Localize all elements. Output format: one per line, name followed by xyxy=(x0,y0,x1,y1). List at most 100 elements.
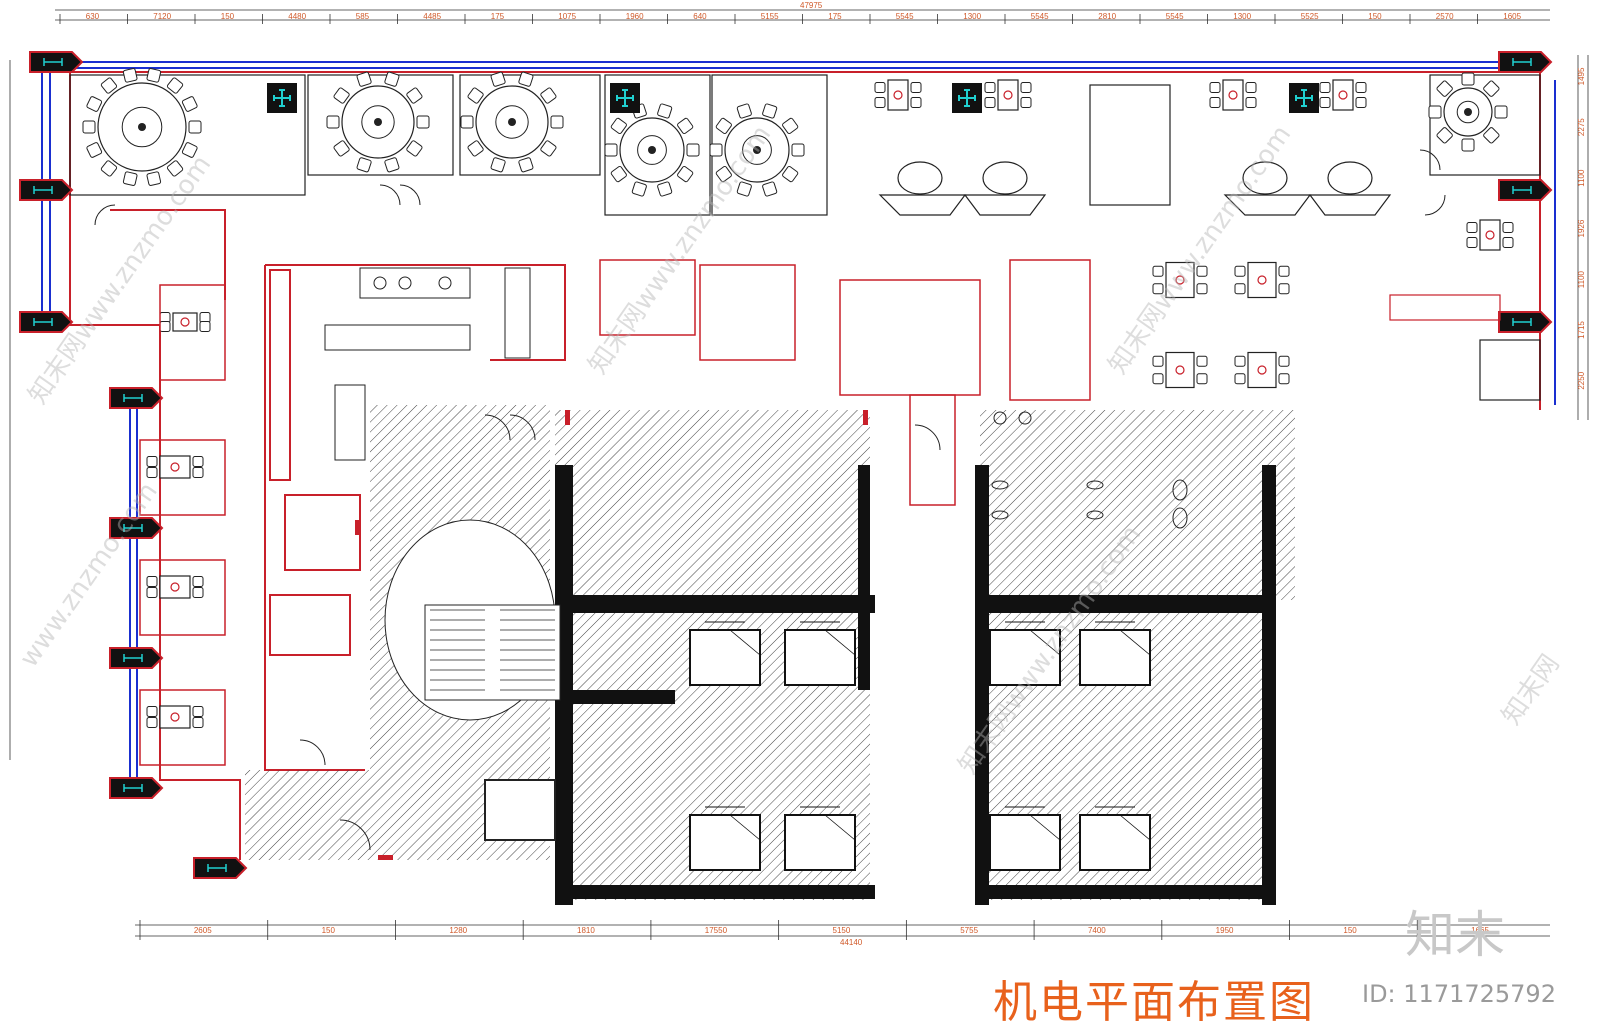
dining-table-icon xyxy=(146,575,204,599)
column-icon xyxy=(109,777,163,799)
bottom-dimension-value: 150 xyxy=(1343,926,1357,935)
core-walls xyxy=(555,465,1276,905)
top-dimension-value: 1960 xyxy=(626,12,644,21)
right-dimension-value: 1715 xyxy=(1577,321,1586,339)
dining-table-icon xyxy=(1234,261,1290,299)
top-dimension-value: 5545 xyxy=(1031,12,1049,21)
round-table-icon xyxy=(1428,72,1508,152)
top-dimension-value: 1300 xyxy=(963,12,981,21)
dining-table-icon xyxy=(159,312,211,332)
round-tables xyxy=(82,68,1508,197)
left-private-rooms xyxy=(139,284,226,766)
bottom-total-dimension: 44140 xyxy=(840,938,863,947)
elevators xyxy=(689,621,1151,871)
top-dimension-value: 640 xyxy=(693,12,707,21)
top-dimension-value: 150 xyxy=(1368,12,1382,21)
elevator-icon xyxy=(1079,621,1151,686)
top-dimension-value: 1075 xyxy=(558,12,576,21)
top-dimension-value: 5525 xyxy=(1301,12,1319,21)
top-dimension-value: 2570 xyxy=(1436,12,1454,21)
elevator-icon xyxy=(689,621,761,686)
booth-seats xyxy=(878,161,1392,216)
top-dimension-value: 5155 xyxy=(761,12,779,21)
restroom-fixtures xyxy=(991,411,1188,529)
column-icon xyxy=(193,857,247,879)
column-icon xyxy=(109,647,163,669)
elevator-icon xyxy=(689,806,761,871)
elevator-icon xyxy=(784,806,856,871)
right-dimension-line xyxy=(1577,55,1589,420)
top-segment-labels: 630 7120 150 4480 585 4485 175 1075 1960 640 5155 1… xyxy=(59,12,1522,24)
ac-unit-icon xyxy=(266,82,298,114)
elevator-icon xyxy=(989,806,1061,871)
ac-unit-icon xyxy=(609,82,641,114)
round-table-icon xyxy=(709,103,805,197)
dining-table-icon xyxy=(984,79,1032,111)
ac-unit-icon xyxy=(1288,82,1320,114)
red-markers xyxy=(355,410,868,860)
round-table-icon xyxy=(460,71,564,173)
column-icon xyxy=(1498,311,1552,333)
kitchen-stoves xyxy=(359,267,531,359)
top-dimension-value: 4485 xyxy=(423,12,441,21)
bottom-dimension-value: 5755 xyxy=(960,926,978,935)
bottom-dimension-value: 7400 xyxy=(1088,926,1106,935)
bottom-dimension-value: 5150 xyxy=(833,926,851,935)
top-total-dimension: 47975 xyxy=(800,1,823,10)
dining-table-icon xyxy=(1319,79,1367,111)
bottom-dimension-line xyxy=(135,924,1550,937)
bottom-dimension-value: 2605 xyxy=(194,926,212,935)
bottom-dimension-value: 1665 xyxy=(1471,926,1489,935)
round-table-icon xyxy=(82,68,202,186)
round-table-icon xyxy=(326,71,430,173)
top-dimension-value: 7120 xyxy=(153,12,171,21)
top-dimension-value: 1605 xyxy=(1503,12,1521,21)
dining-table-icon xyxy=(146,455,204,479)
drawing-title: 机电平面布置图 xyxy=(993,977,1315,1028)
ac-units xyxy=(266,82,1320,114)
round-table-icon xyxy=(604,103,700,197)
top-dimension-value: 5545 xyxy=(1166,12,1184,21)
elevator-icon xyxy=(784,621,856,686)
exterior-windows xyxy=(41,61,1556,780)
drawing-id: ID: 1171725792 xyxy=(1362,980,1556,1008)
dining-table-icon xyxy=(146,705,204,729)
top-dimension-value: 150 xyxy=(221,12,235,21)
dining-table-icon xyxy=(1234,351,1290,389)
column-icon xyxy=(29,51,83,73)
bottom-dimension-value: 1950 xyxy=(1216,926,1234,935)
back-of-house xyxy=(599,259,1091,506)
top-dimension-value: 175 xyxy=(491,12,505,21)
right-dimension-value: 1100 xyxy=(1577,270,1586,288)
door-swings xyxy=(94,149,1446,851)
dining-table-icon xyxy=(1152,351,1208,389)
column-icon xyxy=(19,179,73,201)
square-tables xyxy=(146,79,1514,729)
right-dimension-value: 2250 xyxy=(1577,371,1586,389)
top-dimension-value: 2810 xyxy=(1098,12,1116,21)
elevator-icon xyxy=(1079,806,1151,871)
top-dimension-value: 5545 xyxy=(896,12,914,21)
top-dimension-value: 585 xyxy=(356,12,370,21)
column-icon xyxy=(1498,51,1552,73)
top-dimension-value: 1300 xyxy=(1233,12,1251,21)
dining-table-icon xyxy=(874,79,922,111)
elevator-icon xyxy=(989,621,1061,686)
right-dimension-value: 1495 xyxy=(1577,67,1586,85)
bar-area xyxy=(1089,84,1541,401)
top-dimension-value: 4480 xyxy=(288,12,306,21)
dining-table-icon xyxy=(1209,79,1257,111)
brand-logo: 知末 xyxy=(1405,906,1505,964)
stair-icon xyxy=(384,519,561,841)
column-icon xyxy=(1498,179,1552,201)
top-dimension-value: 630 xyxy=(86,12,100,21)
right-dimension-value: 1926 xyxy=(1577,219,1586,237)
right-dimension-value: 1100 xyxy=(1577,169,1586,187)
column-icon xyxy=(109,387,163,409)
dining-table-icon xyxy=(1466,219,1514,251)
top-dimension-value: 175 xyxy=(828,12,842,21)
bottom-dimension-value: 17550 xyxy=(705,926,728,935)
ac-unit-icon xyxy=(951,82,983,114)
